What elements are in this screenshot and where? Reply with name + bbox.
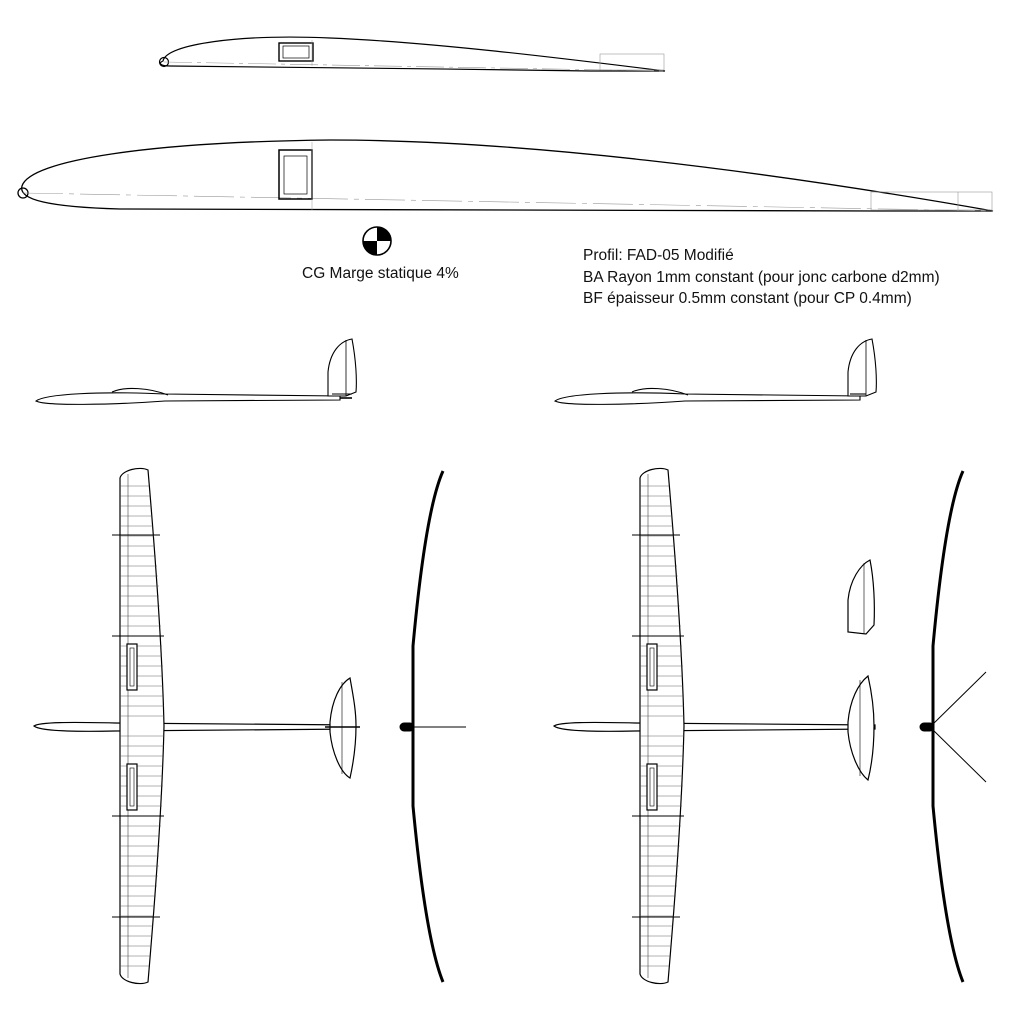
front-view-conventional <box>399 470 466 983</box>
trailing-edge-note: BF épaisseur 0.5mm constant (pour CP 0.4… <box>583 290 912 307</box>
plan-view-conventional-tail <box>32 467 360 985</box>
profile-notes: Profil: FAD-05 Modifié BA Rayon 1mm cons… <box>583 245 940 310</box>
plan-view-vtail <box>552 467 876 985</box>
leading-edge-note: BA Rayon 1mm constant (pour jonc carbone… <box>583 268 940 286</box>
side-view-fin-tail <box>35 338 357 405</box>
wing-ribs-right <box>640 485 684 967</box>
cg-marker-icon <box>362 226 392 256</box>
airfoil-section-large <box>17 139 994 212</box>
side-view-vtail <box>554 338 877 405</box>
front-view-vtail <box>919 470 987 983</box>
airfoil-section-small <box>158 36 666 72</box>
cg-label: CG Marge statique 4% <box>302 265 459 282</box>
profile-name: Profil: FAD-05 Modifié <box>583 247 734 264</box>
